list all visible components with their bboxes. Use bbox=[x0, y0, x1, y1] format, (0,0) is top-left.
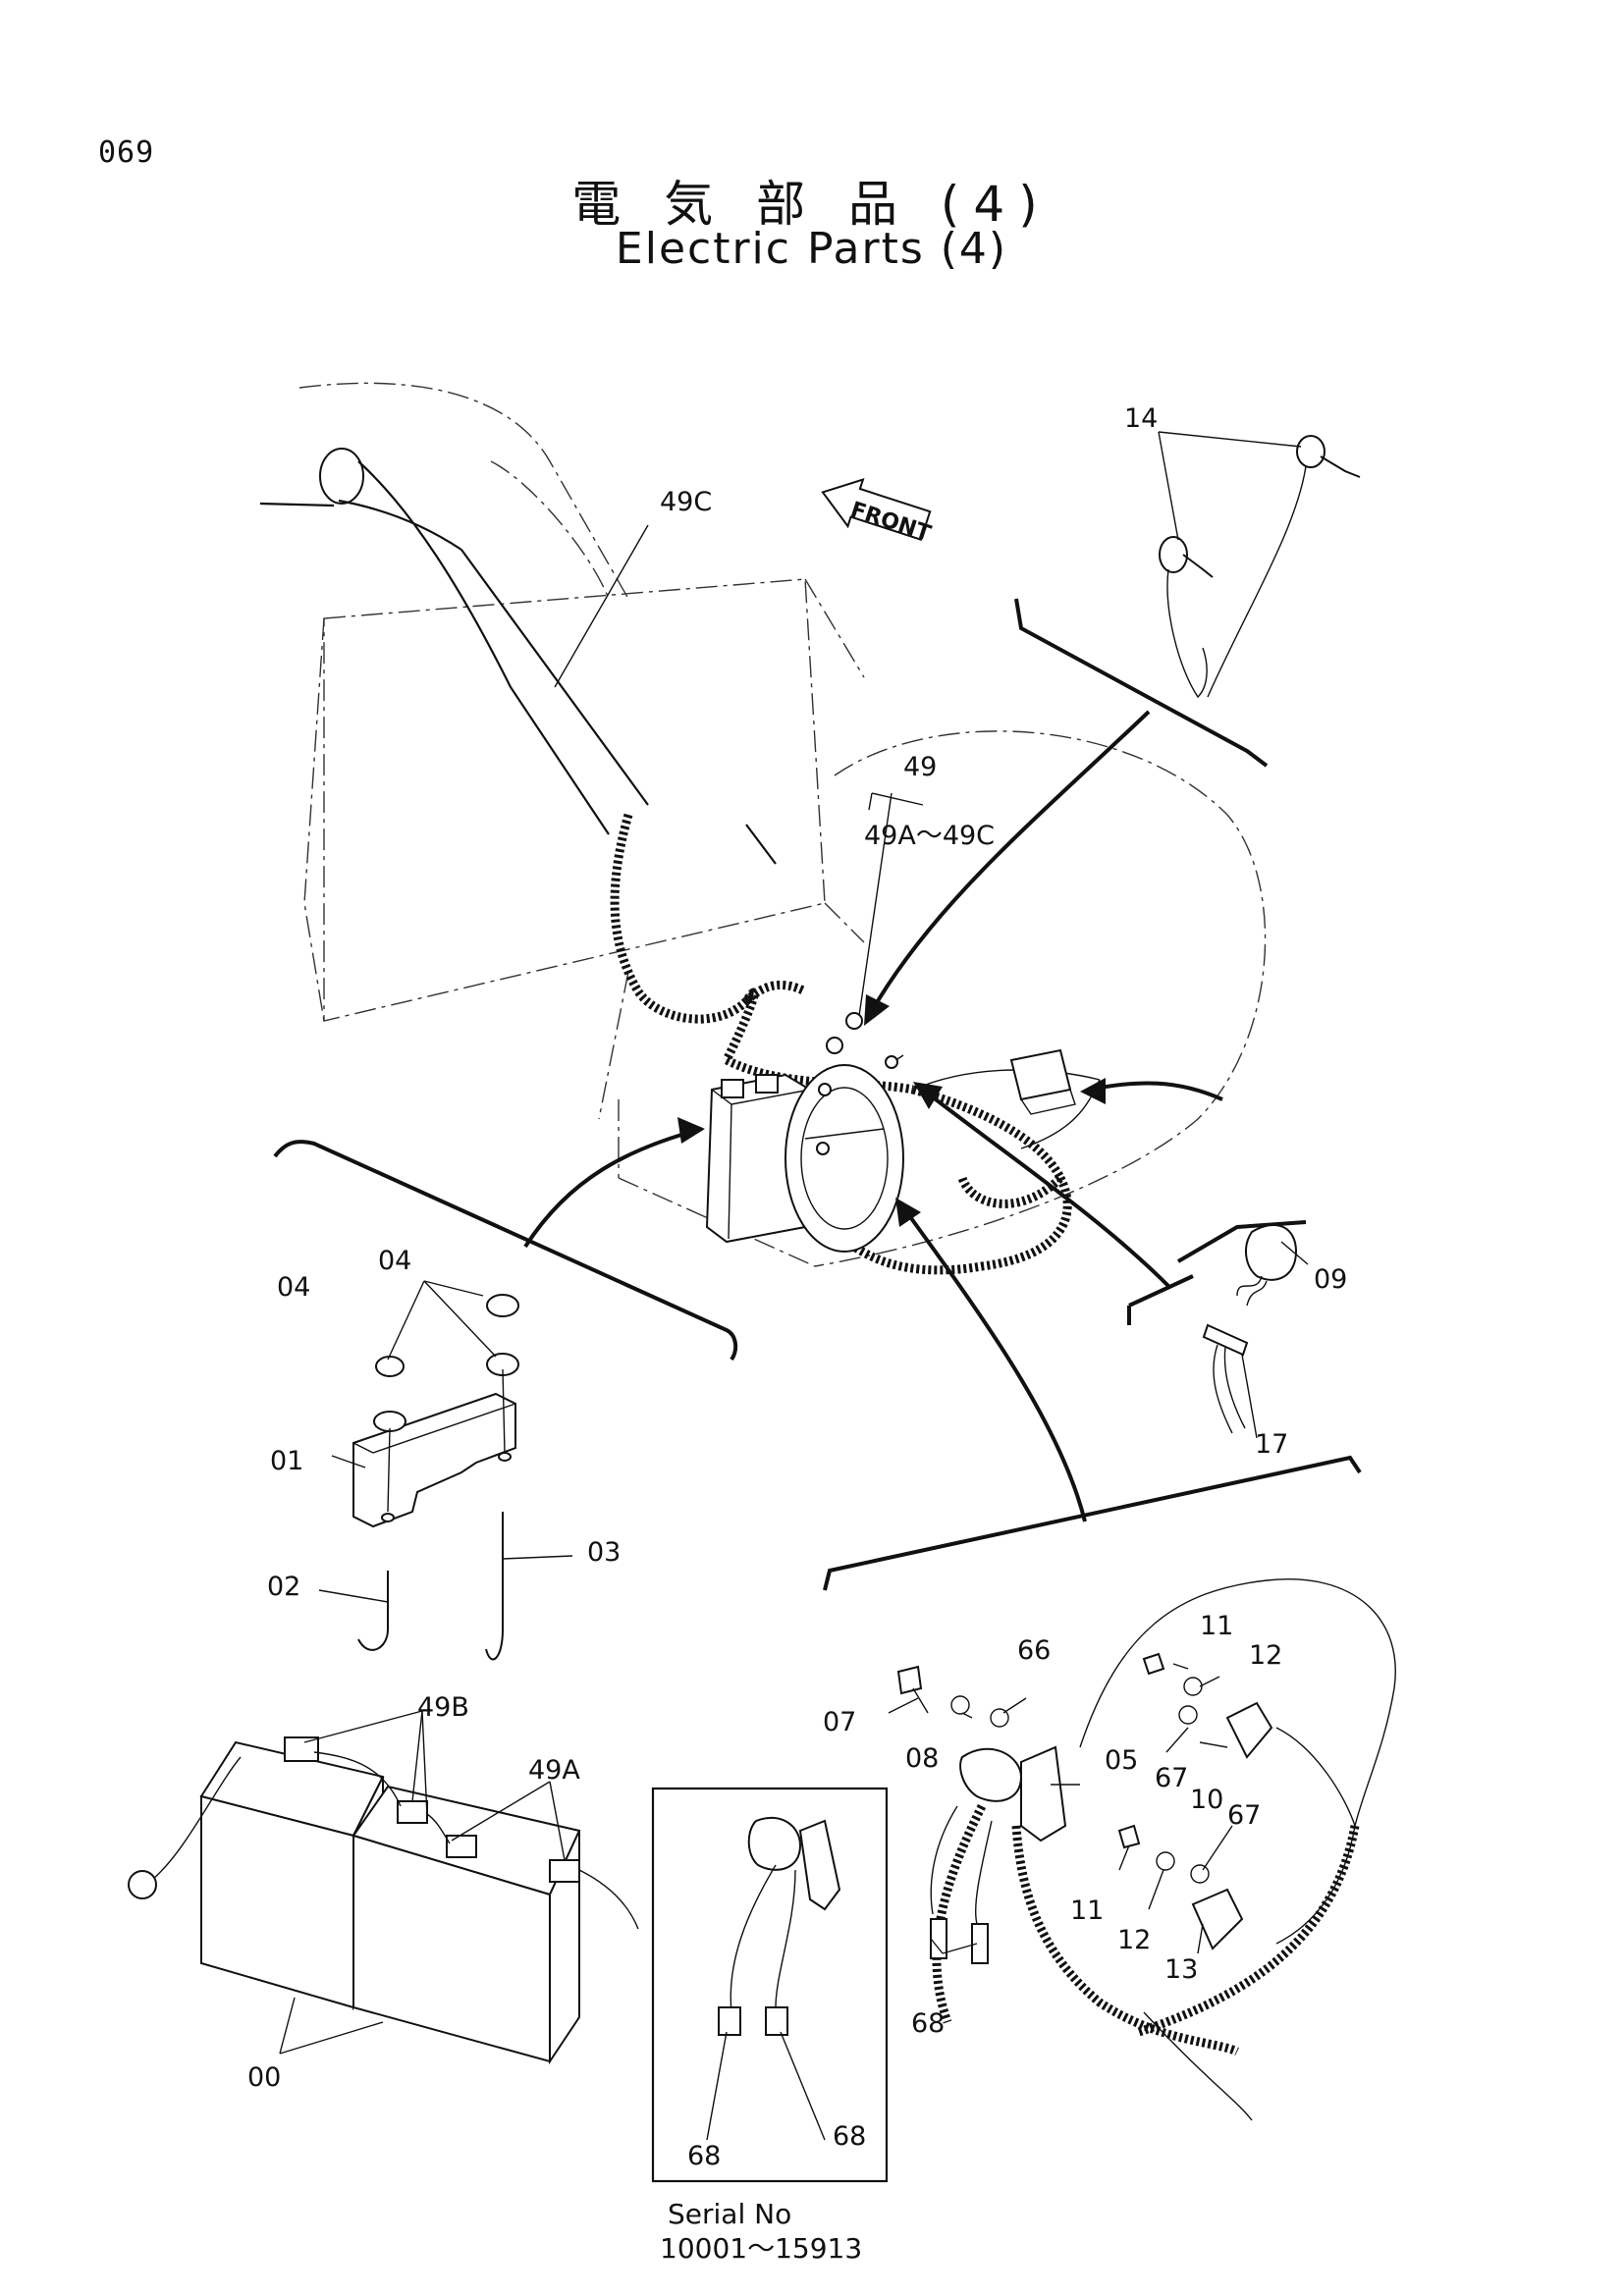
page-number: 069 bbox=[98, 135, 155, 170]
detail-sender-17 bbox=[1202, 1323, 1249, 1434]
callout-67-bottom: 67 bbox=[1227, 1800, 1261, 1831]
detail-horn-assembly bbox=[896, 1578, 1396, 2121]
callout-49a-49c: 49A～49C bbox=[864, 821, 995, 851]
detail-battery-holddown bbox=[352, 1294, 519, 1661]
pointer-arrows bbox=[523, 710, 1223, 1522]
callout-13: 13 bbox=[1164, 1954, 1198, 1985]
detail-brackets bbox=[273, 598, 1362, 1591]
leader-lines bbox=[279, 431, 1309, 2141]
callout-11-bottom: 11 bbox=[1070, 1896, 1104, 1926]
callout-14: 14 bbox=[1124, 403, 1158, 434]
relay-unit bbox=[1009, 1048, 1076, 1115]
callout-08: 08 bbox=[905, 1743, 939, 1774]
callout-49b: 49B bbox=[417, 1692, 469, 1723]
page-title-english: Electric Parts (4) bbox=[615, 224, 1008, 274]
callout-04-left: 04 bbox=[277, 1272, 310, 1303]
batteries bbox=[128, 1736, 639, 2065]
callout-68-box-left: 68 bbox=[687, 2141, 721, 2171]
callout-11-top: 11 bbox=[1200, 1611, 1233, 1641]
upper-tube-assembly bbox=[259, 448, 777, 865]
callout-09: 09 bbox=[1314, 1264, 1347, 1295]
callout-49: 49 bbox=[903, 752, 937, 782]
battery-relay-box bbox=[705, 1073, 812, 1244]
callout-labels: 14 49C 49 49A～49C 04 04 01 02 03 09 17 4… bbox=[247, 403, 1347, 2171]
callout-49c: 49C bbox=[660, 487, 712, 517]
serial-label: Serial No bbox=[668, 2198, 791, 2230]
serial-detail-box bbox=[651, 1787, 889, 2183]
callout-01: 01 bbox=[270, 1446, 303, 1476]
callout-49a: 49A bbox=[528, 1755, 580, 1786]
callout-68-box-right: 68 bbox=[833, 2121, 866, 2152]
callout-66: 66 bbox=[1017, 1635, 1051, 1666]
callout-04-right: 04 bbox=[378, 1246, 411, 1276]
callout-10: 10 bbox=[1190, 1785, 1223, 1815]
front-direction-arrow bbox=[821, 477, 932, 541]
callout-12-bottom: 12 bbox=[1117, 1925, 1151, 1955]
callout-02: 02 bbox=[267, 1572, 300, 1602]
detail-sensor-09 bbox=[1236, 1223, 1298, 1307]
callout-07: 07 bbox=[823, 1707, 856, 1737]
serial-range: 10001～15913 bbox=[660, 2232, 862, 2265]
callout-03: 03 bbox=[587, 1537, 621, 1568]
machine-outline bbox=[298, 382, 1267, 1267]
page-title-japanese: 電 気 部 品 (4) bbox=[571, 176, 1052, 233]
horn-disk bbox=[784, 1064, 904, 1253]
detail-pressure-switches bbox=[1159, 435, 1361, 699]
callout-05: 05 bbox=[1105, 1745, 1138, 1776]
callout-67-top: 67 bbox=[1155, 1763, 1188, 1793]
callout-68-main: 68 bbox=[911, 2008, 945, 2039]
callout-17: 17 bbox=[1255, 1429, 1288, 1460]
mounting-studs bbox=[826, 1012, 904, 1069]
callout-00: 00 bbox=[247, 2062, 281, 2093]
callout-12-top: 12 bbox=[1249, 1640, 1282, 1671]
